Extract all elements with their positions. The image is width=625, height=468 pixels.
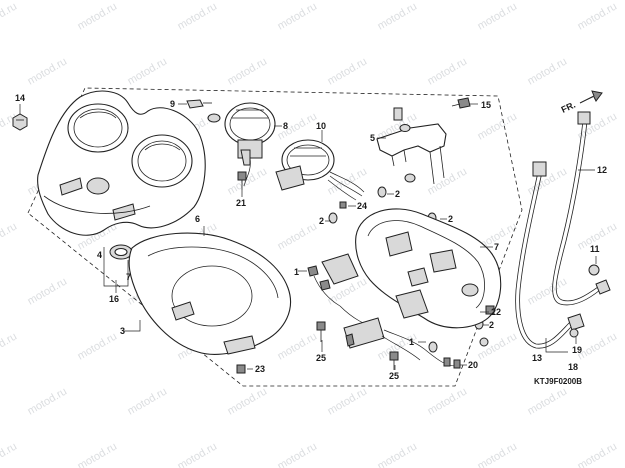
part-12-speedometer-cable [552,111,611,306]
direction-label: FR. [560,100,577,115]
callout-7: 7 [494,242,499,252]
watermark-text-61: motod.ru [476,440,520,468]
callout-5: 5 [370,133,375,143]
part-5-bracket [376,107,447,185]
part-19-clip [569,328,579,338]
callout-16: 16 [109,294,119,304]
watermark-text-58: motod.ru [176,440,220,468]
part-21-screw [237,171,247,190]
part-8-tachometer [224,102,276,187]
callout-9: 9 [170,99,175,109]
callout-2d: 2 [489,320,494,330]
part-14-clip [12,113,28,131]
watermark-text-54: motod.ru [526,385,570,417]
callout-8: 8 [283,121,288,131]
watermark-text-59: motod.ru [276,440,320,468]
part-1-bulb-sockets [307,253,429,319]
callout-25a: 25 [316,353,326,363]
part-25-screws [316,321,399,370]
part-11-clip [588,264,600,276]
callout-2b: 2 [319,216,324,226]
watermark-text-2: motod.ru [176,0,220,32]
callout-25b: 25 [389,371,399,381]
callout-18: 18 [568,362,578,372]
watermark-text-9: motod.ru [226,55,270,87]
watermark-text-3: motod.ru [276,0,320,32]
callout-1a: 1 [294,267,299,277]
callout-10: 10 [316,121,326,131]
watermark-text-47: motod.ru [476,330,520,362]
watermark-text-0: motod.ru [0,0,19,32]
watermark-text-1: motod.ru [76,0,120,32]
part-23-screw [236,364,246,374]
watermark-text-7: motod.ru [26,55,70,87]
part-13-tachometer-cable [515,161,585,349]
assembly-boundary [27,87,523,387]
watermark-text-51: motod.ru [226,385,270,417]
callout-6: 6 [195,214,200,224]
watermark-text-53: motod.ru [426,385,470,417]
part-10-speedometer [275,139,365,201]
watermark-text-19: motod.ru [476,110,520,142]
watermark-text-35: motod.ru [26,275,70,307]
callout-11: 11 [590,244,600,254]
callout-21: 21 [236,198,246,208]
watermark-text-57: motod.ru [76,440,120,468]
part-6-lower-cover [128,232,292,355]
callout-2a: 2 [448,214,453,224]
callout-20: 20 [468,360,478,370]
watermark-text-48: motod.ru [576,330,620,362]
watermark-text-26: motod.ru [526,165,570,197]
callout-19: 19 [572,345,582,355]
watermark-text-8: motod.ru [126,55,170,87]
part-9-screw [186,99,221,123]
watermark-text-24: motod.ru [326,165,370,197]
watermark-text-56: motod.ru [0,440,19,468]
watermark-text-23: motod.ru [226,165,270,197]
callout-3: 3 [120,326,125,336]
part-24-bolt [339,201,347,209]
watermark-text-52: motod.ru [326,385,370,417]
watermark-text-43: motod.ru [76,330,120,362]
callout-23: 23 [255,364,265,374]
part-15-screw [451,97,471,109]
watermark-text-49: motod.ru [26,385,70,417]
callout-2c: 2 [395,189,400,199]
watermark-text-5: motod.ru [476,0,520,32]
watermark-text-60: motod.ru [376,440,420,468]
callout-7b: 7 [126,272,131,282]
watermark-text-6: motod.ru [576,0,620,32]
watermark-text-40: motod.ru [526,275,570,307]
part-7-meter-housing [355,208,502,329]
watermark-text-4: motod.ru [376,0,420,32]
watermark-text-62: motod.ru [576,440,620,468]
callout-24: 24 [357,201,367,211]
leader-lines [19,103,597,370]
watermark-text-45: motod.ru [276,330,320,362]
part-20-screw [443,357,461,369]
callout-12: 12 [597,165,607,175]
callout-15: 15 [481,100,491,110]
part-4-meter-case [37,90,206,236]
watermark-text-12: motod.ru [526,55,570,87]
part-17-grommet [109,244,133,260]
watermark-text-50: motod.ru [126,385,170,417]
watermark-text-42: motod.ru [0,330,19,362]
callout-14: 14 [15,93,25,103]
watermark-text-11: motod.ru [426,55,470,87]
watermark-text-10: motod.ru [326,55,370,87]
watermark-text-31: motod.ru [276,220,320,252]
callout-13: 13 [532,353,542,363]
watermark-text-28: motod.ru [0,220,19,252]
callout-22: 22 [491,307,501,317]
diagram-code: KTJ9F0200B [534,377,582,386]
callout-labels: 1 1 2 2 2 2 3 4 5 6 7 7 8 9 10 11 12 13 … [15,93,607,381]
callout-1b: 1 [409,337,414,347]
front-direction-arrow: FR. [560,90,603,115]
callout-4: 4 [97,250,102,260]
